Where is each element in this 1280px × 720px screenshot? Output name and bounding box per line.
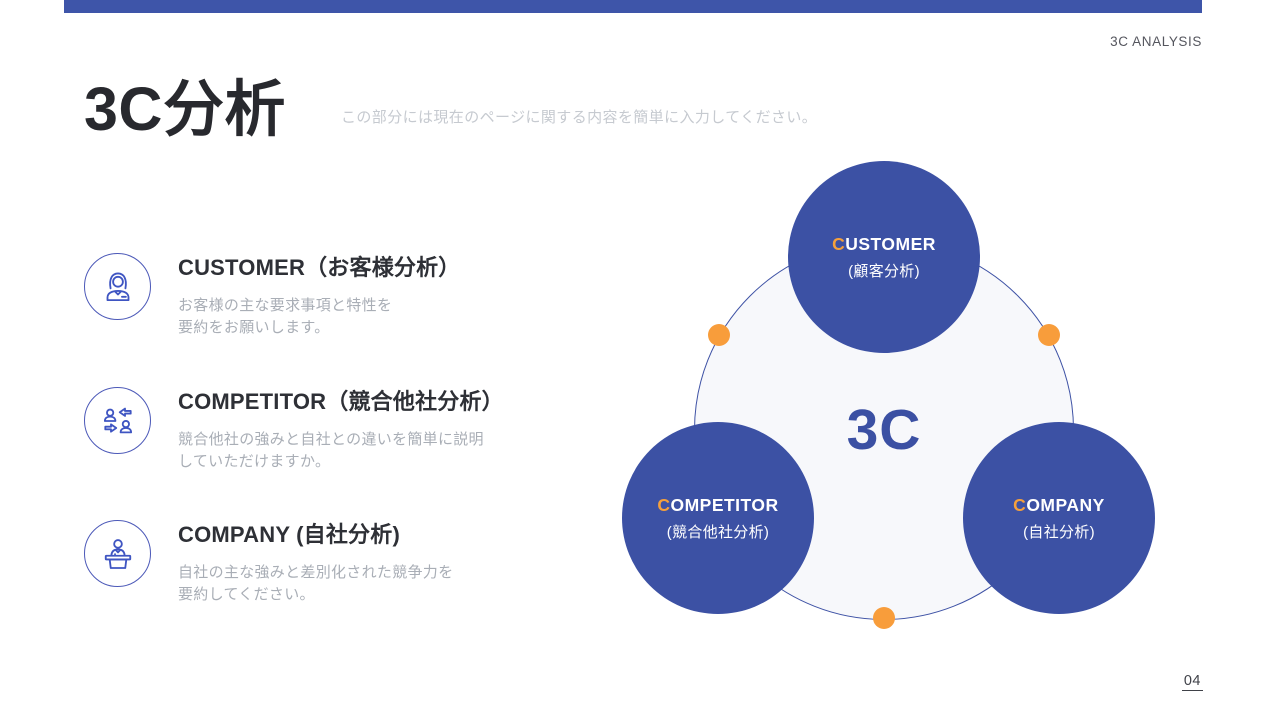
ring-dot-left bbox=[708, 324, 730, 346]
circle-subtitle: (競合他社分析) bbox=[666, 523, 770, 541]
diagram-center-label: 3C bbox=[846, 398, 922, 462]
list-item-customer: CUSTOMER（お客様分析） お客様の主な要求事項と特性を 要約をお願いします… bbox=[84, 250, 461, 339]
list-item-text: COMPETITOR（競合他社分析） 競合他社の強みと自社との違いを簡単に説明 … bbox=[178, 384, 504, 473]
header-label: 3C ANALYSIS bbox=[1110, 34, 1202, 49]
circle-title: CUSTOMER bbox=[832, 233, 936, 254]
list-item-text: COMPANY (自社分析) 自社の主な強みと差別化された競争力を 要約してくだ… bbox=[178, 517, 453, 606]
list-item-text: CUSTOMER（お客様分析） お客様の主な要求事項と特性を 要約をお願いします… bbox=[178, 250, 461, 339]
venn-circle-customer: CUSTOMER (顧客分析) bbox=[788, 161, 980, 353]
list-item-competitor: COMPETITOR（競合他社分析） 競合他社の強みと自社との違いを簡単に説明 … bbox=[84, 384, 504, 473]
list-item-company: COMPANY (自社分析) 自社の主な強みと差別化された競争力を 要約してくだ… bbox=[84, 517, 453, 606]
circle-title: COMPETITOR bbox=[657, 494, 779, 515]
page-number: 04 bbox=[1181, 673, 1203, 691]
top-accent-bar bbox=[64, 0, 1202, 13]
item-description: 自社の主な強みと差別化された競争力を 要約してください。 bbox=[178, 564, 454, 603]
swap-people-icon bbox=[84, 387, 151, 454]
item-title: COMPANY (自社分析) bbox=[178, 522, 400, 547]
item-title: CUSTOMER（お客様分析） bbox=[178, 255, 461, 280]
page-subtitle: この部分には現在のページに関する内容を簡単に入力してください。 bbox=[341, 109, 818, 126]
ring-dot-right bbox=[1038, 324, 1060, 346]
venn-circle-company: COMPANY (自社分析) bbox=[963, 422, 1155, 614]
circle-subtitle: (顧客分析) bbox=[848, 262, 920, 280]
venn-circle-competitor: COMPETITOR (競合他社分析) bbox=[622, 422, 814, 614]
circle-subtitle: (自社分析) bbox=[1023, 523, 1095, 541]
item-description: お客様の主な要求事項と特性を 要約をお願いします。 bbox=[178, 297, 393, 336]
item-title: COMPETITOR（競合他社分析） bbox=[178, 389, 504, 414]
page-title: 3C分析 bbox=[84, 75, 286, 143]
item-description: 競合他社の強みと自社との違いを簡単に説明 していただけますか。 bbox=[178, 431, 484, 470]
podium-speaker-icon bbox=[84, 520, 151, 587]
circle-title: COMPANY bbox=[1013, 494, 1105, 515]
ring-dot-bottom bbox=[873, 607, 895, 629]
customer-person-icon bbox=[84, 253, 151, 320]
